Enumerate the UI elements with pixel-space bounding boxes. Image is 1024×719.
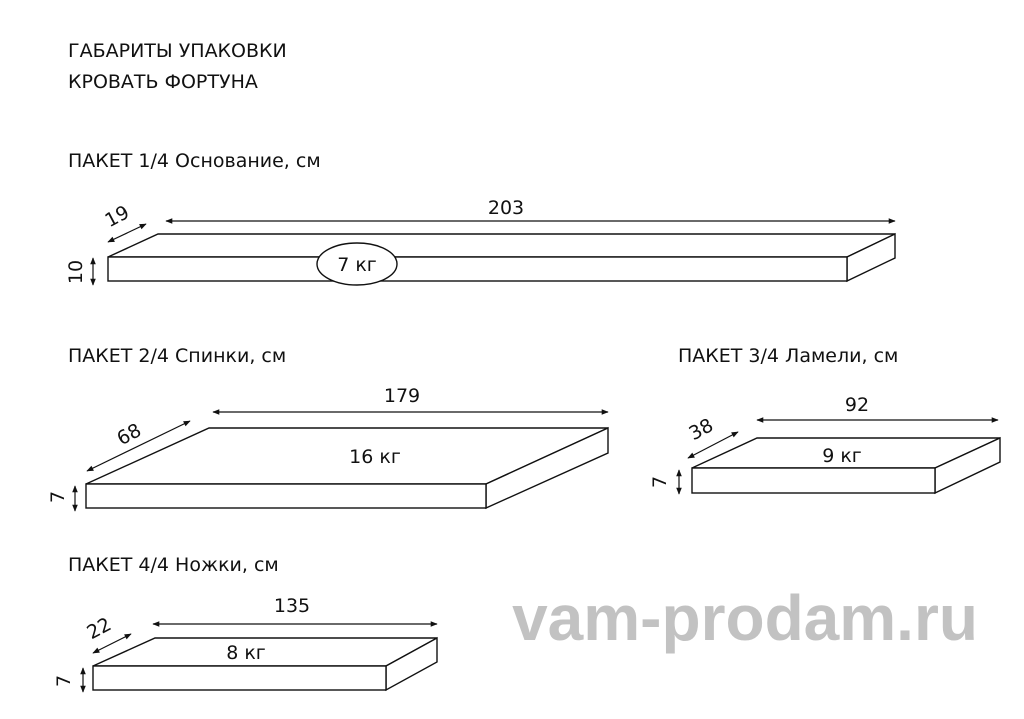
package-1-weight: 7 кг [337,254,377,276]
package-1-length: 203 [488,197,524,219]
title-line-1: ГАБАРИТЫ УПАКОВКИ [68,40,287,62]
watermark: vam-prodam.ru [512,582,978,654]
width-dimension-arrow [86,420,191,472]
package-4: ПАКЕТ 4/4 Ножки, см 8 кг 135 22 7 [53,554,438,693]
package-1-width: 19 [101,201,133,232]
package-3-weight: 9 кг [822,445,862,467]
weight-ellipse [316,242,398,286]
package-3-front [691,467,936,494]
package-1-label: ПАКЕТ 1/4 Основание, см [68,150,321,172]
package-3-length: 92 [845,394,869,416]
package-2-length: 179 [384,385,420,407]
package-4-label: ПАКЕТ 4/4 Ножки, см [68,554,279,576]
package-3: ПАКЕТ 3/4 Ламели, см 9 кг 92 38 7 [649,345,1001,495]
package-1-height: 10 [65,260,87,284]
package-4-height: 7 [53,675,75,687]
width-dimension-arrow [687,431,739,459]
package-4-length: 135 [274,595,310,617]
width-dimension-arrow [107,223,147,243]
package-3-label: ПАКЕТ 3/4 Ламели, см [678,345,898,367]
package-2: ПАКЕТ 2/4 Спинки, см 16 кг 179 68 7 [47,345,609,512]
package-1-top [107,233,896,258]
title-line-2: КРОВАТЬ ФОРТУНА [68,71,258,93]
width-dimension-arrow [92,633,132,654]
package-2-front [85,483,487,509]
package-2-height: 7 [47,491,69,503]
package-1: ПАКЕТ 1/4 Основание, см 7 кг 203 19 10 [65,150,896,286]
package-4-front [92,665,387,691]
package-3-height: 7 [649,476,671,488]
package-4-weight: 8 кг [226,642,266,664]
package-1-front [107,256,848,282]
package-3-width: 38 [685,414,717,445]
package-4-width: 22 [83,613,115,644]
package-2-weight: 16 кг [349,446,401,468]
package-2-label: ПАКЕТ 2/4 Спинки, см [68,345,286,367]
